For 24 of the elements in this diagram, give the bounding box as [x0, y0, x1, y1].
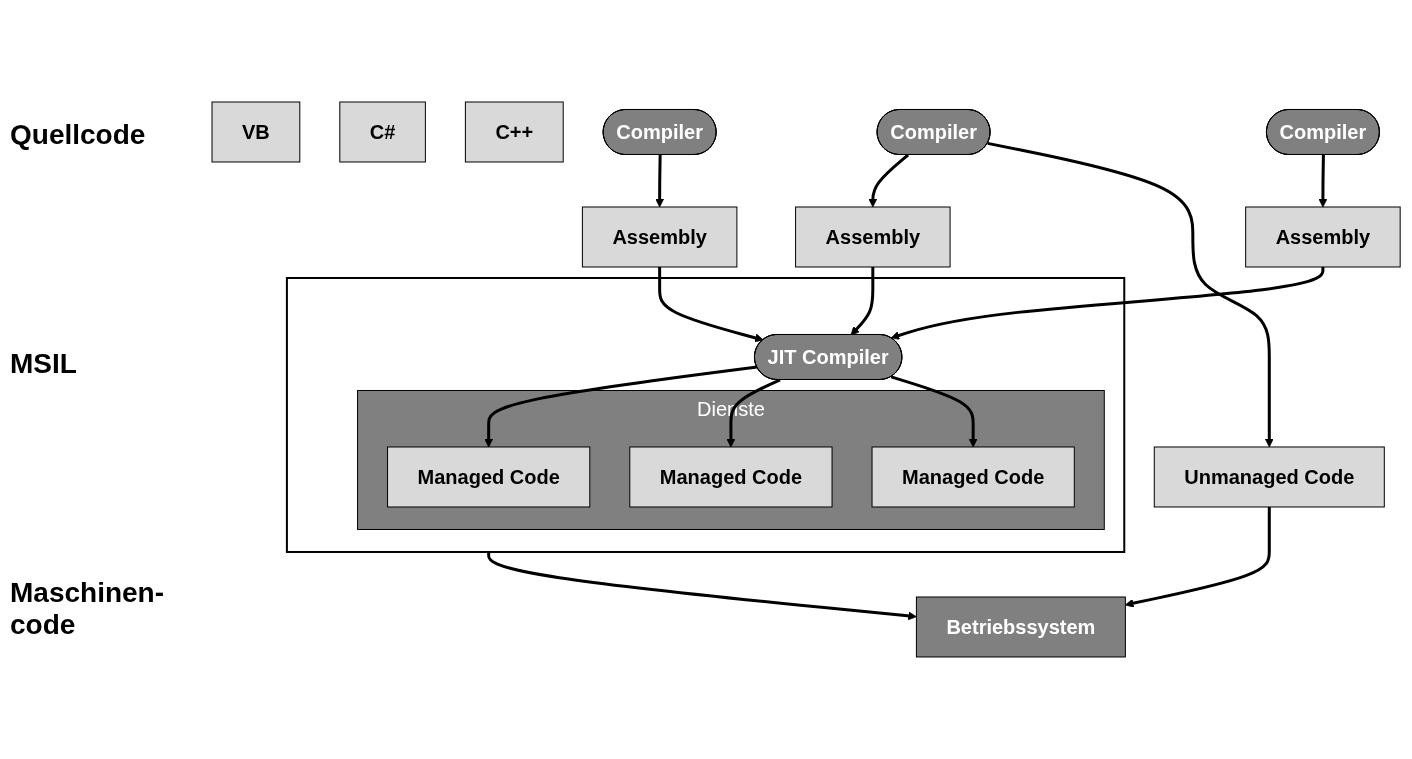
node-box: Assembly: [581, 206, 738, 268]
row-label: MSIL: [10, 347, 78, 380]
arrow: [655, 154, 664, 208]
row-label: Maschinen- code: [10, 576, 166, 641]
cluster: [285, 277, 1126, 553]
node-box: Unmanaged Code: [1153, 446, 1385, 508]
arrow: [1318, 154, 1328, 208]
arrow: [868, 153, 909, 208]
arrow: [850, 267, 875, 336]
arrow: [987, 141, 1274, 448]
node-box: Assembly: [795, 206, 951, 268]
node-box: Managed Code: [871, 446, 1075, 508]
arrow: [658, 267, 764, 343]
node-box: C++: [464, 101, 564, 163]
node-box: Managed Code: [629, 446, 833, 508]
arrow: [484, 365, 758, 448]
arrow: [890, 375, 978, 448]
node-box: Managed Code: [386, 446, 591, 508]
row-label: Quellcode: [10, 118, 147, 151]
node-box: C#: [339, 101, 426, 163]
node-box: VB: [211, 101, 301, 163]
arrow: [1124, 507, 1271, 608]
node-box: Betriebssystem: [915, 596, 1126, 658]
node-box: Assembly: [1245, 206, 1401, 268]
